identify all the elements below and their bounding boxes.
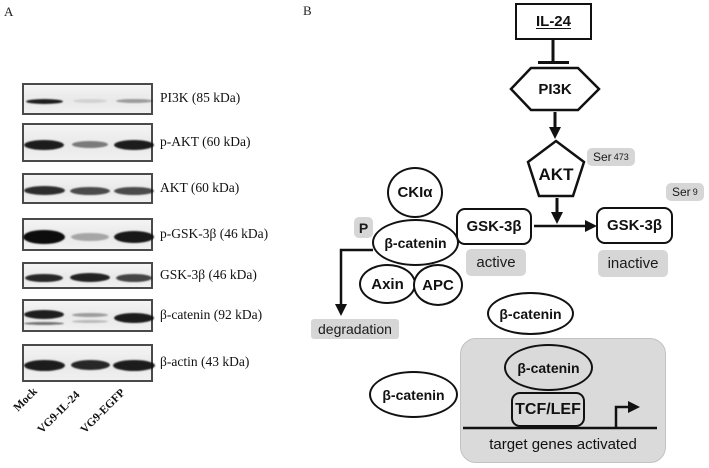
blot-box	[22, 173, 154, 204]
pi3k-akt-arrowhead	[549, 127, 561, 139]
blot-row-label: β-actin (43 kDa)	[160, 354, 250, 369]
blot-band	[72, 141, 108, 148]
blot-row-label: β-catenin (92 kDa)	[160, 306, 263, 322]
ckia-node: CKIα	[387, 167, 443, 218]
blot-band	[24, 310, 64, 319]
blot-sub-band	[72, 319, 108, 323]
blot-box	[22, 123, 154, 162]
blot-box	[22, 299, 154, 332]
blot-row-label: p-GSK-3β (46 kDa)	[160, 225, 269, 241]
blot-band	[70, 186, 110, 195]
blot-box	[22, 218, 154, 251]
degradation-label: degradation	[311, 319, 399, 339]
blot-band	[25, 273, 63, 282]
blot-band	[70, 273, 110, 282]
beta-catenin-nuclear-node: β-catenin	[504, 344, 593, 391]
blot-band	[73, 99, 107, 103]
blot-band	[25, 98, 63, 104]
blot-row-label: PI3K (85 kDa)	[160, 90, 241, 105]
ser473-sup: 473	[613, 152, 629, 162]
blot-band	[114, 139, 154, 150]
blot-band	[113, 359, 155, 371]
blot-sub-band	[24, 322, 64, 325]
akt-node-label: AKT	[538, 165, 574, 184]
blot-band	[72, 312, 108, 317]
target-genes-label: target genes activated	[489, 436, 637, 453]
gsk3b-active-node: GSK-3β	[456, 208, 532, 245]
ser9-text: Ser	[672, 185, 691, 199]
blot-row-label: AKT (60 kDa)	[160, 179, 240, 195]
blot-band	[115, 99, 153, 103]
blot-band	[114, 230, 154, 243]
blot-box	[22, 344, 155, 382]
ser473-text: Ser	[593, 150, 612, 164]
degradation-arrowhead	[335, 304, 347, 316]
blot-box	[22, 262, 153, 289]
blot-band	[23, 359, 65, 371]
pi3k-node-label: PI3K	[538, 80, 572, 98]
blot-band	[114, 312, 154, 323]
akt-gsk-arrowhead	[551, 212, 563, 224]
axin-node: Axin	[359, 264, 416, 304]
blot-row-label: p-AKT (60 kDa)	[160, 133, 251, 149]
phospho-badge: P	[354, 217, 373, 238]
blot-band	[116, 273, 152, 282]
beta-catenin-complex-node: β-catenin	[372, 219, 459, 266]
ser9-sup: 9	[692, 187, 698, 197]
beta-catenin-free-node-1: β-catenin	[487, 292, 574, 335]
blot-band	[23, 186, 65, 195]
blot-band	[23, 229, 65, 244]
beta-catenin-free-node-2: β-catenin	[369, 371, 458, 418]
gsk3b-active-state-badge: active	[466, 249, 526, 276]
gsk3b-inactive-node: GSK-3β	[596, 207, 673, 244]
lane-label: VG9-IL-24	[35, 389, 83, 436]
tcf-lef-node: TCF/LEF	[511, 392, 585, 427]
il24-node: IL-24	[515, 3, 592, 40]
panel-b-label: B	[303, 3, 312, 18]
blot-band	[70, 360, 110, 370]
blot-row-label: GSK-3β (46 kDa)	[160, 266, 257, 282]
blot-band	[24, 139, 64, 150]
apc-node: APC	[413, 264, 463, 306]
blot-band	[71, 232, 109, 241]
lane-label: Mock	[11, 385, 40, 414]
panel-a-label: A	[4, 4, 14, 19]
blot-band	[114, 186, 154, 195]
lane-label: VG9-EGFP	[78, 386, 128, 436]
gsk3b-inactive-state-badge: inactive	[598, 250, 668, 277]
blot-box	[22, 83, 153, 115]
